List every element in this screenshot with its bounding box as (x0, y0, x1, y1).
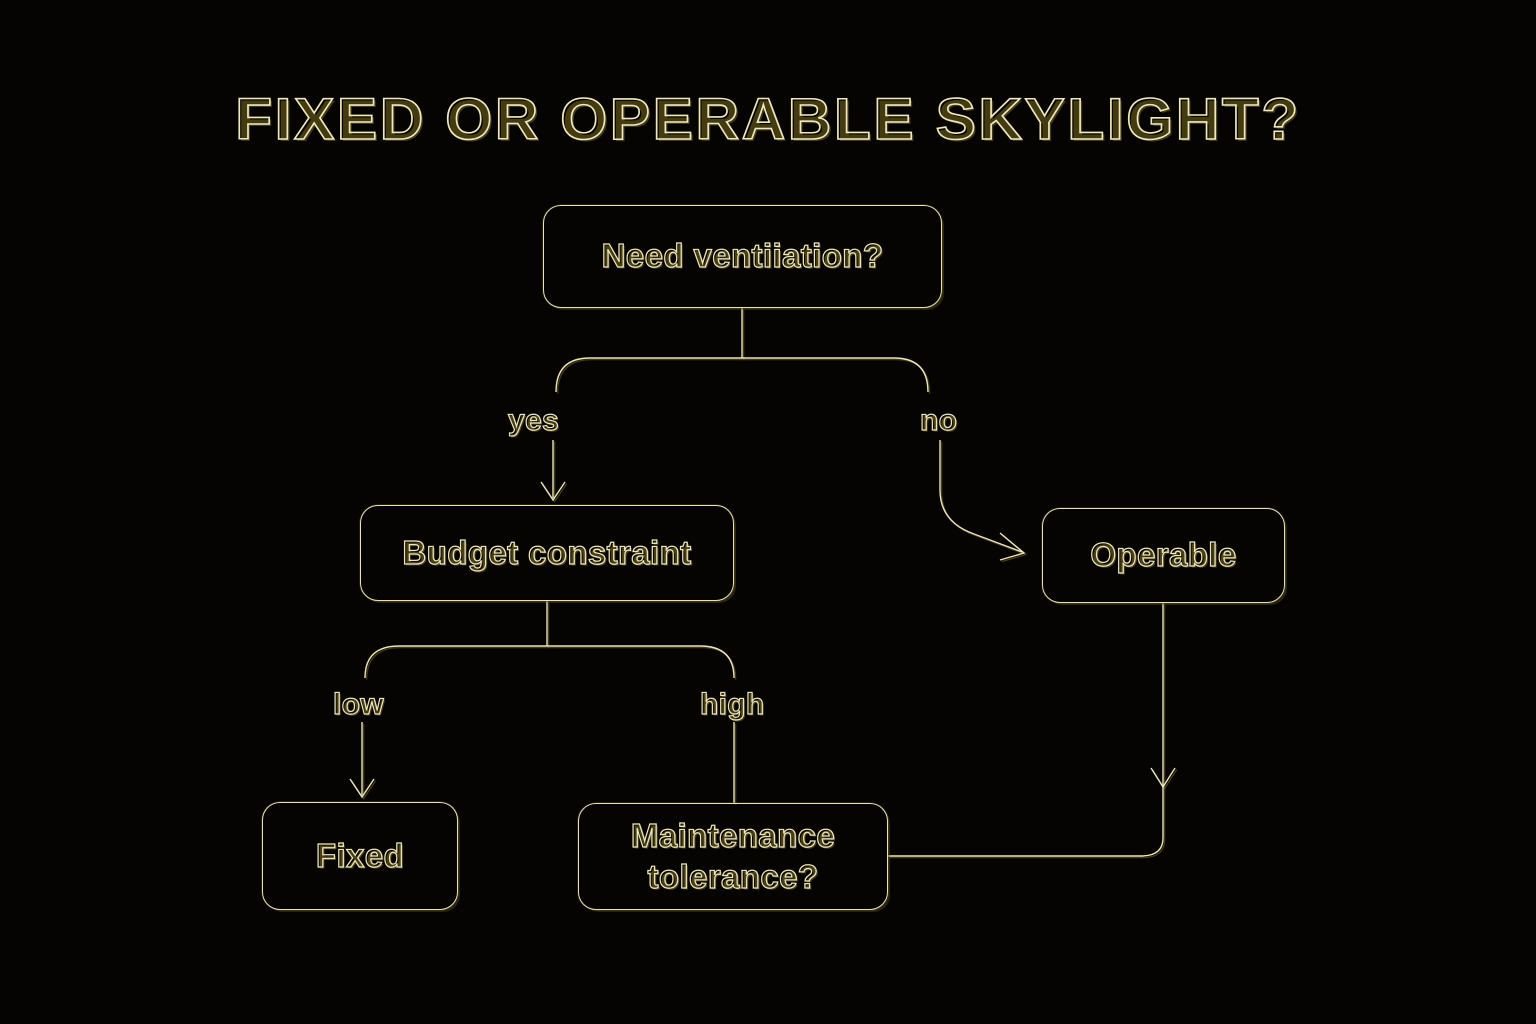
edge-label-low: low (332, 687, 384, 721)
node-maintenance-tolerance-label: Maintenance tolerance? (630, 817, 836, 895)
arrowhead-low (349, 778, 375, 799)
arrowhead-no (999, 532, 1026, 561)
arrowhead-yes (540, 481, 566, 502)
node-operable[interactable]: Operable (1042, 508, 1285, 603)
node-budget-constraint[interactable]: Budget constraint (360, 505, 734, 601)
node-maintenance-tolerance[interactable]: Maintenance tolerance? (578, 803, 888, 910)
node-fixed[interactable]: Fixed (262, 802, 458, 910)
node-operable-label: Operable (1090, 536, 1237, 574)
node-budget-constraint-label: Budget constraint (402, 533, 692, 571)
node-need-ventilation-label: Need ventiiation? (601, 237, 884, 275)
wire-operable-to-maintenance (888, 603, 1164, 857)
node-fixed-label: Fixed (315, 836, 405, 874)
arrowhead-operable (1150, 767, 1176, 789)
edge-label-high: high (699, 687, 765, 721)
wire-budget-branch (364, 645, 735, 679)
wire-need-ventilation-branch (555, 357, 929, 393)
wire-no-to-operable (939, 440, 1023, 553)
edge-label-yes: yes (507, 403, 559, 437)
edge-label-no: no (919, 403, 958, 437)
node-need-ventilation[interactable]: Need ventiiation? (543, 205, 942, 308)
page-title: FIXED OR OPERABLE SKYLIGHT? (234, 86, 1301, 153)
